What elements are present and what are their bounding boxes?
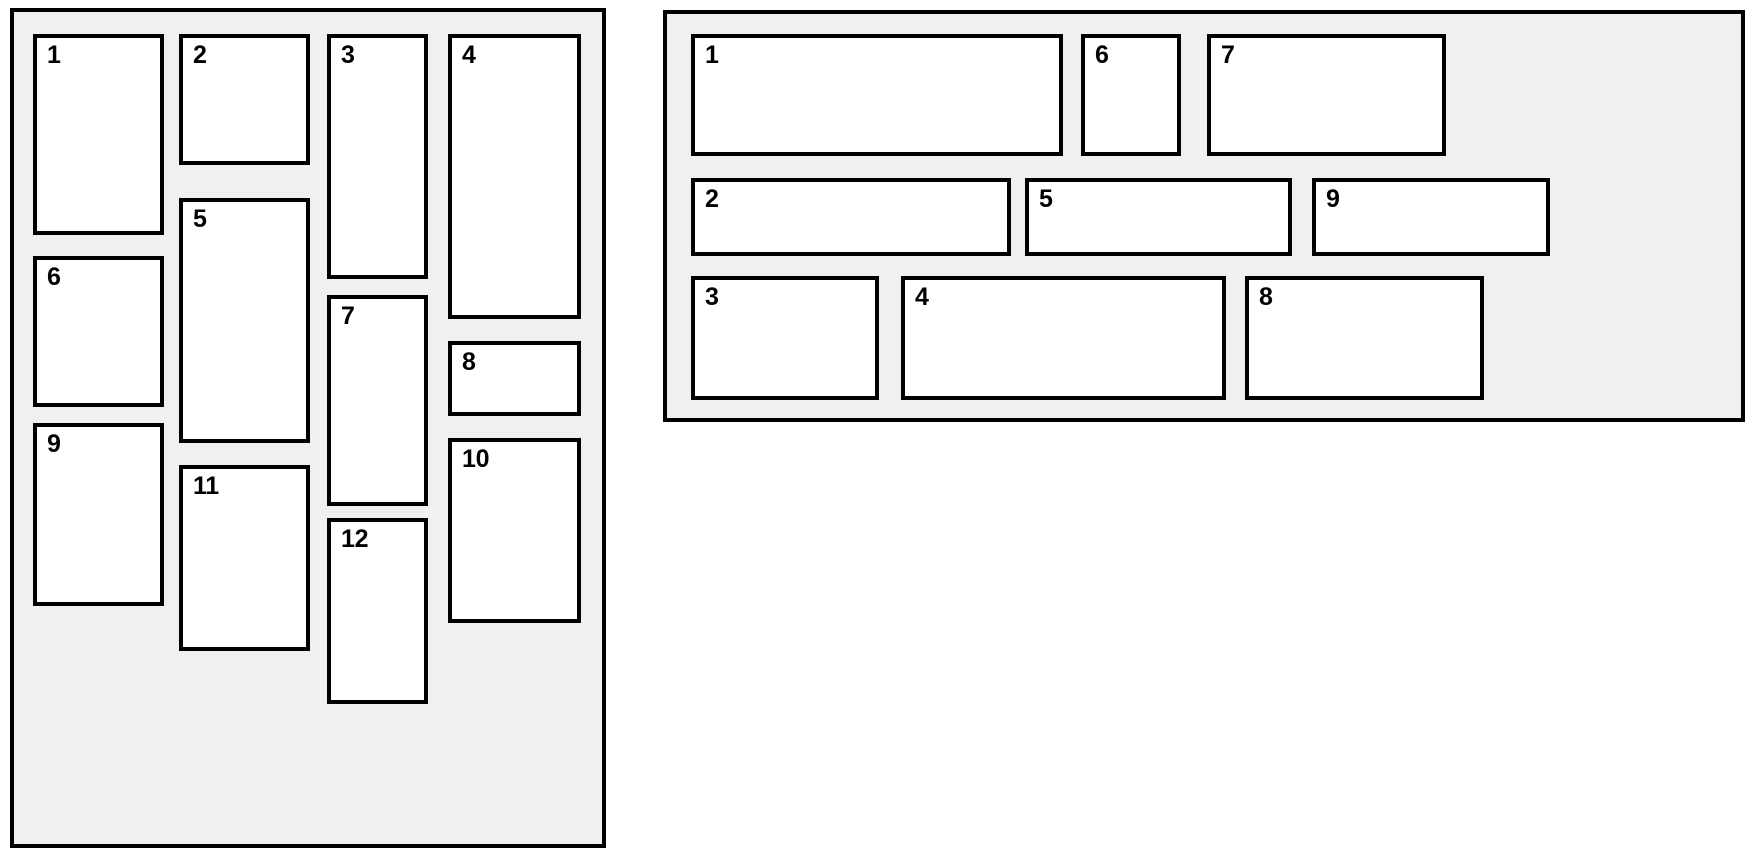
box-12[interactable]: 12 (327, 518, 428, 704)
box-label: 11 (193, 472, 219, 500)
box-label: 5 (1039, 185, 1053, 213)
box-label: 7 (1221, 41, 1235, 69)
box-label: 1 (47, 41, 61, 69)
box-9[interactable]: 9 (1312, 178, 1550, 256)
box-label: 2 (193, 41, 207, 69)
box-label: 4 (915, 283, 929, 311)
box-5[interactable]: 5 (1025, 178, 1292, 256)
box-8[interactable]: 8 (1245, 276, 1484, 400)
box-11[interactable]: 11 (179, 465, 310, 651)
box-6[interactable]: 6 (33, 256, 164, 407)
box-9[interactable]: 9 (33, 423, 164, 606)
box-label: 8 (1259, 283, 1273, 311)
box-label: 10 (462, 445, 490, 473)
box-5[interactable]: 5 (179, 198, 310, 443)
box-4[interactable]: 4 (901, 276, 1226, 400)
box-8[interactable]: 8 (448, 341, 581, 416)
box-3[interactable]: 3 (691, 276, 879, 400)
box-7[interactable]: 7 (1207, 34, 1446, 156)
box-label: 5 (193, 205, 207, 233)
box-label: 6 (1095, 41, 1109, 69)
box-label: 8 (462, 348, 476, 376)
box-label: 3 (341, 41, 355, 69)
box-label: 12 (341, 525, 369, 553)
box-label: 3 (705, 283, 719, 311)
box-label: 9 (47, 430, 61, 458)
box-10[interactable]: 10 (448, 438, 581, 623)
box-7[interactable]: 7 (327, 295, 428, 506)
box-2[interactable]: 2 (691, 178, 1011, 256)
box-label: 2 (705, 185, 719, 213)
box-label: 4 (462, 41, 476, 69)
box-1[interactable]: 1 (33, 34, 164, 235)
box-label: 9 (1326, 185, 1340, 213)
box-4[interactable]: 4 (448, 34, 581, 319)
right-panel: 1 6 7 2 5 9 3 4 8 (663, 10, 1745, 422)
box-2[interactable]: 2 (179, 34, 310, 165)
box-6[interactable]: 6 (1081, 34, 1181, 156)
box-label: 7 (341, 302, 355, 330)
box-label: 6 (47, 263, 61, 291)
box-3[interactable]: 3 (327, 34, 428, 279)
box-label: 1 (705, 41, 719, 69)
box-1[interactable]: 1 (691, 34, 1063, 156)
